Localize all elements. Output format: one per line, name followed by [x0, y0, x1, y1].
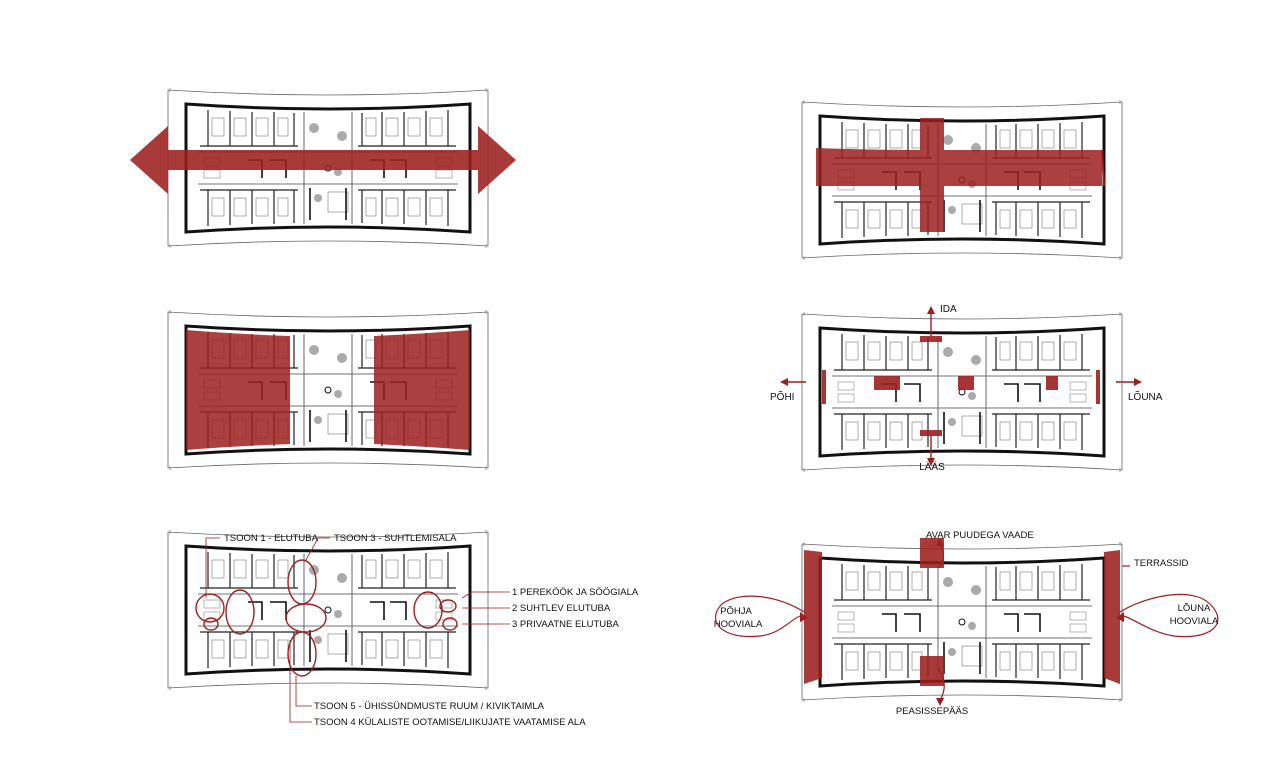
label-louna: LÕUNA	[1178, 603, 1211, 614]
label-tsoon-3: TSOON 3 - SUHTLEMISALA	[334, 533, 457, 544]
label-peasissepaas: PEASISSEPÄÄS	[896, 706, 968, 717]
compass-arrows	[780, 306, 1142, 466]
label-item-2: 2 SUHTLEV ELUTUBA	[512, 603, 611, 614]
label-item-1: 1 PEREKÖÖK JA SÖÖGIALA	[512, 587, 639, 598]
label-tsoon-1: TSOON 1 - ELUTUBA	[224, 533, 319, 544]
left-wing-highlight	[186, 330, 290, 450]
courtyard-arrows	[714, 543, 1219, 701]
double-arrow-horizontal	[130, 126, 516, 194]
label-item-3: 3 PRIVAATNE ELUTUBA	[512, 619, 619, 630]
zone-ellipses	[195, 559, 458, 677]
plan-5	[166, 528, 490, 692]
plan-4	[800, 310, 1124, 474]
label-terrassid: TERRASSID	[1134, 558, 1189, 569]
label-tsoon-5: TSOON 5 - ÜHISSÜNDMUSTE RUUM / KIVIKTAIM…	[314, 701, 545, 712]
label-laas: LÄÄS	[919, 461, 945, 473]
label-louna: LÕUNA	[1128, 390, 1163, 403]
label-pohi: PÕHI	[770, 390, 794, 403]
compass-highlights	[822, 336, 1100, 436]
right-wing-highlight	[374, 330, 470, 450]
zone-leader-lines	[205, 537, 510, 723]
cross-highlight	[816, 118, 1102, 232]
courtyard-highlights	[804, 538, 1120, 686]
label-ida: IDA	[940, 304, 957, 315]
label-avar-puudega-vaade: AVAR PUUDEGA VAADE	[926, 530, 1034, 541]
label-louna-hooviala: HOOVIALA	[1170, 616, 1219, 627]
label-pohja-hooviala: HOOVIALA	[714, 619, 763, 630]
plan-6	[800, 540, 1124, 704]
label-pohja: PÕHJA	[720, 606, 752, 617]
label-tsoon-4: TSOON 4 KÜLALISTE OOTAMISE/LIIKUJATE VAA…	[314, 717, 586, 728]
